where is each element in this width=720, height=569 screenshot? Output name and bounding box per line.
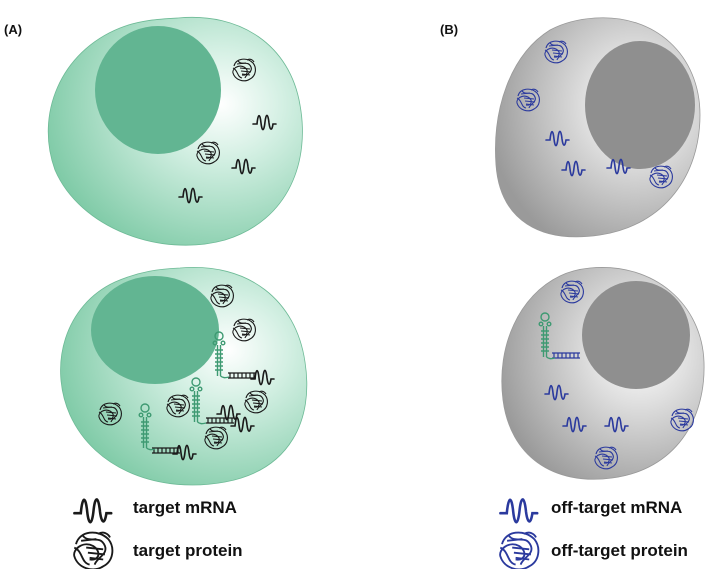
legend-off-target-mrna-icon [499,498,539,524]
legend-off-target-protein-icon [499,531,540,569]
legend-target-protein-icon [73,531,114,569]
legend-icons-b [499,498,540,569]
legend-target-mrna-icon [73,498,113,524]
cell-a-bottom [60,266,308,486]
panel-label-b: (B) [440,22,459,37]
cell-a-top [47,16,303,246]
panel-label-a: (A) [4,22,23,37]
nucleus [95,26,221,154]
legend-icons-a [73,498,114,569]
legend-off-target-protein: off-target protein [551,541,688,560]
nucleus [91,276,219,384]
nucleus [582,281,690,389]
legend-target-protein: target protein [133,541,243,560]
legend-off-target-mrna: off-target mRNA [551,498,683,517]
nucleus [585,41,695,169]
cell-b-top [495,17,701,238]
cell-b-bottom [501,267,705,480]
legend-target-mrna: target mRNA [133,498,237,517]
